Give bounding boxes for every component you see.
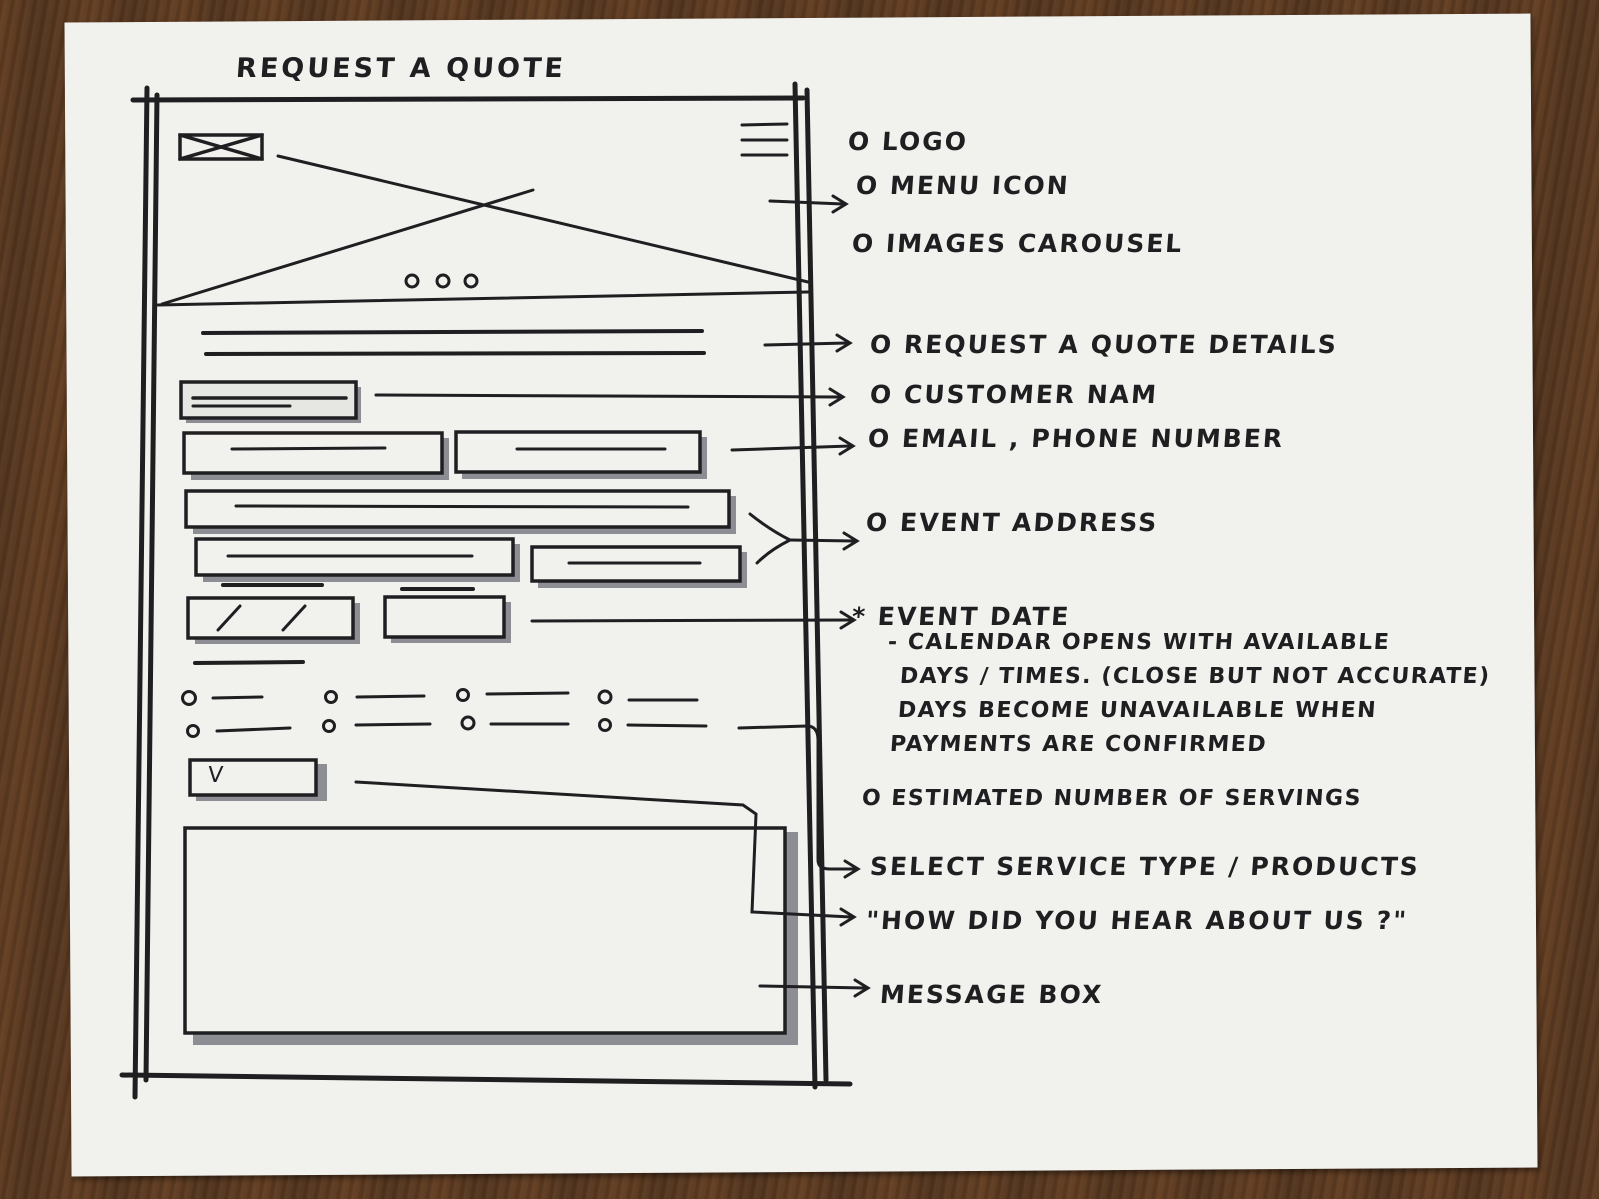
email-field [182,431,449,480]
annotation-quote-details: o REQUEST A QUOTE DETAILS [868,330,1339,359]
annotation-customer-name: o CUSTOMER NAM [868,380,1159,409]
referral-dropdown[interactable] [188,758,327,801]
phone-frame [119,81,853,1100]
annotation-menu-icon: o MENU ICON [854,171,1071,200]
annotation-calendar-note-2: DAYS / TIMES. (CLOSE BUT NOT ACCURATE) [899,664,1492,689]
message-box [183,826,798,1045]
annotation-message-box: MESSAGE BOX [878,980,1105,1009]
event-time-field [383,595,511,643]
sketch-title: REQUEST A QUOTE [234,53,567,84]
annotation-calendar-note-3: DAYS BECOME UNAVAILABLE WHEN [897,698,1378,723]
quote-details-text [201,329,706,356]
annotation-arrows [354,194,871,998]
street-address-field [184,489,736,534]
carousel-dots [404,273,479,289]
customer-name-field [179,380,361,423]
annotation-calendar-note-1: - CALENDAR OPENS WITH AVAILABLE [887,630,1392,655]
zip-field [530,545,747,588]
logo-placeholder [178,133,264,161]
annotation-event-date: * EVENT DATE [850,602,1072,631]
annotation-service-type: SELECT SERVICE TYPE / PRODUCTS [868,852,1421,881]
annotation-logo: o LOGO [846,127,970,156]
date-time-labels [221,583,475,591]
carousel-image-placeholder [156,154,810,307]
phone-field [454,430,707,479]
annotation-email-phone: o EMAIL , PHONE NUMBER [866,424,1286,453]
servings-label [193,660,305,665]
dropdown-chevron-icon: V [207,763,226,788]
event-date-field [186,596,360,644]
service-radio-options [181,688,708,738]
annotation-heard-about-us: "HOW DID YOU HEAR ABOUT US ?" [864,906,1410,935]
annotation-calendar-note-4: PAYMENTS ARE CONFIRMED [889,732,1268,757]
city-field [194,537,520,582]
annotation-servings: o ESTIMATED NUMBER OF SERVINGS [861,786,1363,811]
menu-icon [740,122,789,157]
annotation-images-carousel: o IMAGES CAROUSEL [850,229,1185,258]
annotation-event-address: o EVENT ADDRESS [864,508,1160,537]
